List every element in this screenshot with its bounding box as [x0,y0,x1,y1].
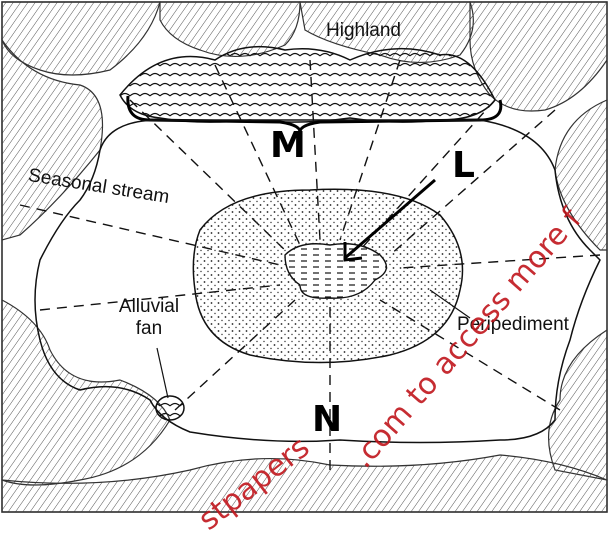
highland-label: Highland [326,20,401,42]
alluvial-fan-label-line1: Alluvial [114,296,184,318]
alluvial-fan-label: Alluvial fan [114,296,184,340]
scree-arcs [120,47,495,122]
alluvial-fan-label-line2: fan [114,318,184,340]
handwritten-mark-n: N [312,402,342,438]
handwritten-mark-l: L [452,148,475,184]
handwritten-mark-m: M [270,128,306,164]
alluvial-fan-blob [156,396,184,420]
